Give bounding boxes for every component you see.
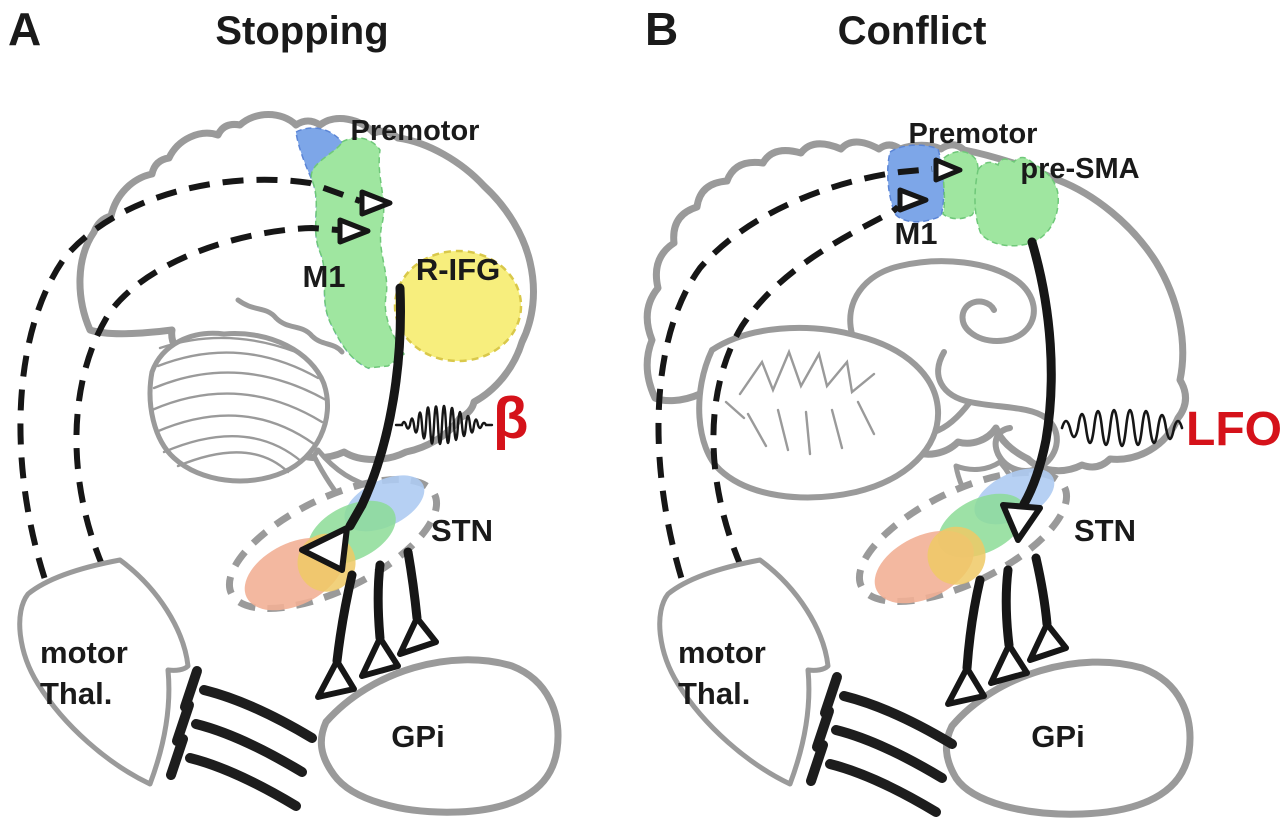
stn-label-b: STN xyxy=(1074,513,1136,548)
inhibitory-terminal-bar xyxy=(172,700,194,746)
arrowhead-premotor-b xyxy=(933,157,963,183)
cerebellum-striations xyxy=(150,336,328,474)
arrowhead-premotor xyxy=(359,189,393,217)
premotor-label-a: Premotor xyxy=(351,115,480,147)
rifg-stn-pathway xyxy=(345,283,405,531)
region-premotor-green-b xyxy=(942,150,980,220)
stn-gpi-excitatory-projections xyxy=(315,547,439,700)
panel-b-title: Conflict xyxy=(838,9,987,53)
excitatory-terminal xyxy=(397,615,439,657)
gpi-thalamus-inhibitory-projections xyxy=(166,666,317,811)
m1-label-a: M1 xyxy=(302,259,345,294)
dashed-loop-m1 xyxy=(73,224,339,600)
thalamus-internal-outline xyxy=(935,349,1060,474)
thalamus-label-a-line2: Thal. xyxy=(40,676,112,711)
thalamus-label-b-line1: motor xyxy=(678,635,766,670)
stn-input-arrowhead xyxy=(299,525,350,573)
panel-a: A Stopping Premotor M1 R-IFG β STN motor… xyxy=(8,3,562,816)
panel-b: B Conflict Premotor pre-SMA M1 LFO STN m… xyxy=(643,3,1280,818)
lfo-wave xyxy=(1060,408,1184,448)
stn-gpi-excitatory-projections-b xyxy=(945,553,1069,707)
gpi-thalamus-inhibitory-projections-b xyxy=(806,672,957,817)
dashed-loop-premotor-b xyxy=(655,166,933,612)
motor-thalamus-shape xyxy=(17,557,191,787)
arbor-vitae-lines xyxy=(724,348,876,456)
arrowhead-m1 xyxy=(337,217,371,245)
presma-stn-pathway xyxy=(1019,237,1056,509)
lfo-label: LFO xyxy=(1186,403,1280,456)
inhibitory-terminal-bar-b xyxy=(806,740,828,786)
thalamus-label-b-line2: Thal. xyxy=(678,676,750,711)
gpi-shape xyxy=(317,656,562,816)
panel-a-title: Stopping xyxy=(215,9,388,53)
m1-label-b: M1 xyxy=(894,216,937,251)
inhibitory-terminal-bar xyxy=(166,734,188,780)
excitatory-terminal-b xyxy=(988,642,1030,686)
excitatory-terminal-b xyxy=(1027,621,1069,663)
gpi-label-b: GPi xyxy=(1031,719,1084,754)
arrowhead-m1-b xyxy=(897,187,929,213)
panel-b-letter: B xyxy=(645,3,678,55)
excitatory-terminal xyxy=(359,635,401,679)
thalamus-label-a-line1: motor xyxy=(40,635,128,670)
region-presma-green xyxy=(974,156,1059,247)
beta-burst-wave xyxy=(394,404,494,446)
stn-label-a: STN xyxy=(431,513,493,548)
premotor-label-b: Premotor xyxy=(909,118,1038,150)
dashed-loop-m1-b xyxy=(710,204,900,600)
dashed-loop-premotor xyxy=(17,176,362,612)
beta-label: β xyxy=(493,386,528,451)
inhibitory-terminal-bar-b xyxy=(812,706,834,752)
gpi-label-a: GPi xyxy=(391,719,444,754)
presma-label-b: pre-SMA xyxy=(1020,153,1139,185)
stn-input-arrowhead-b xyxy=(1000,502,1043,543)
excitatory-terminal xyxy=(315,658,357,700)
stn-zone-yellow-b xyxy=(927,526,986,585)
motor-thalamus-shape-b xyxy=(657,557,831,787)
region-rifg-yellow xyxy=(393,249,523,363)
panel-a-letter: A xyxy=(8,3,41,55)
sylvian-fissure-line xyxy=(235,297,345,355)
rifg-label-a: R-IFG xyxy=(416,252,500,287)
gpi-shape-b xyxy=(943,658,1194,818)
cerebellum-lateral xyxy=(147,330,330,484)
excitatory-terminal-b xyxy=(945,665,987,707)
cerebellum-medial xyxy=(696,324,942,501)
region-premotor-green xyxy=(310,137,405,369)
